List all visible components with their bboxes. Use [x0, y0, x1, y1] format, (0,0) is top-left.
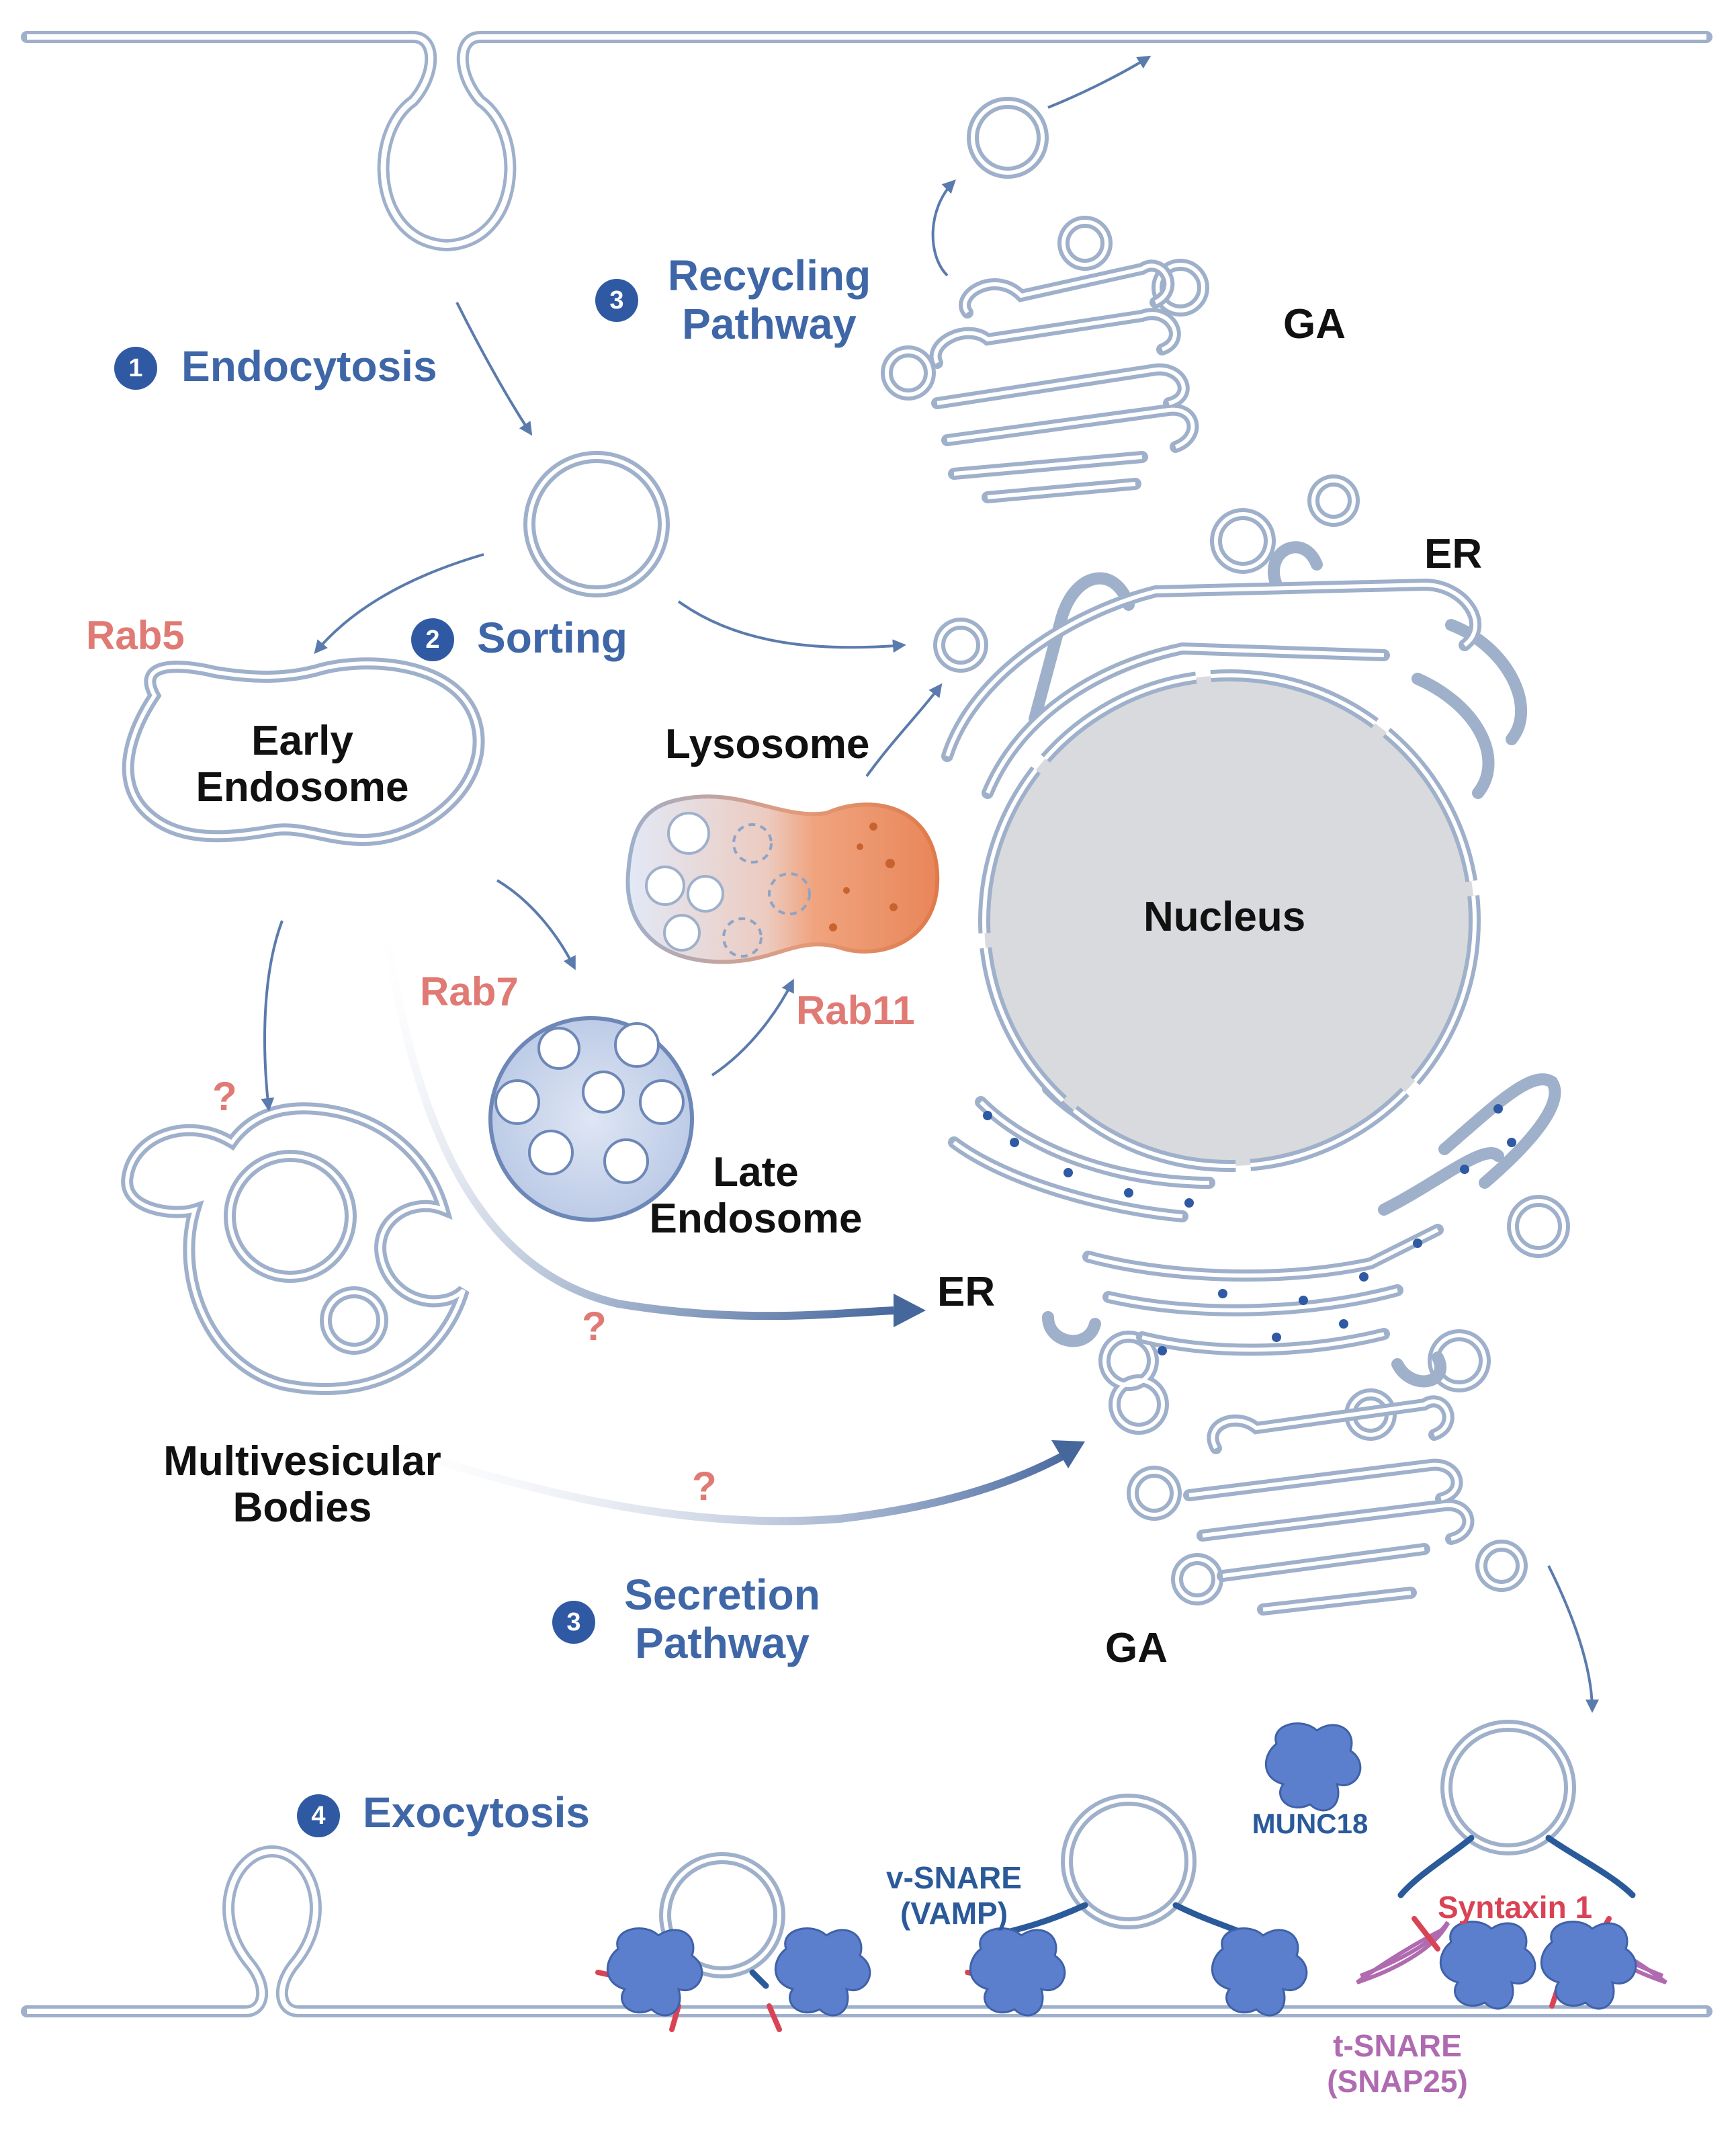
- top-plasma-membrane: [21, 31, 1712, 252]
- step-badge-2: 2: [411, 618, 454, 661]
- late-endosome: [488, 1016, 694, 1222]
- late-endosome-line2: Endosome: [649, 1196, 863, 1243]
- exocytosis-label: Exocytosis: [363, 1788, 590, 1837]
- late-endosome-line1: Late: [713, 1149, 799, 1196]
- question-mark-secretion: ?: [692, 1464, 717, 1509]
- ribosome-dots: [983, 1104, 1516, 1355]
- lysosome-label: Lysosome: [665, 721, 870, 767]
- secretion-line1: Secretion: [624, 1571, 820, 1619]
- syntaxin-label: Syntaxin 1: [1437, 1890, 1593, 1925]
- step-badge-3-recycling: 3: [595, 279, 638, 322]
- er-mid-label: ER: [937, 1269, 996, 1315]
- recycling-line2: Pathway: [682, 299, 857, 348]
- mvb-line1: Multivesicular: [163, 1438, 441, 1484]
- multivesicular-body: [121, 1102, 470, 1395]
- mvb-line2: Bodies: [232, 1484, 372, 1532]
- ga-top-label: GA: [1283, 301, 1346, 347]
- rab7-label: Rab7: [420, 969, 519, 1014]
- multivesicular-bodies-label: Multivesicular Bodies: [128, 1438, 477, 1532]
- early-endosome-line1: Early: [251, 718, 353, 764]
- endosome-to-er-arrow: [379, 907, 894, 1321]
- vsnare-line1: v-SNARE: [886, 1860, 1022, 1895]
- vsnare-label: v-SNARE (VAMP): [867, 1860, 1041, 1931]
- early-endosome-line2: Endosome: [196, 764, 409, 811]
- munc18-label: MUNC18: [1252, 1808, 1369, 1839]
- step-badge-1: 1: [114, 347, 157, 390]
- question-mark-mvb: ?: [212, 1074, 237, 1119]
- tsnare-line1: t-SNARE: [1333, 2028, 1462, 2063]
- golgi-bottom: [1183, 1395, 1475, 1616]
- recycling-line1: Recycling: [667, 251, 871, 300]
- secretion-line2: Pathway: [635, 1618, 810, 1667]
- nucleus: [978, 669, 1481, 1172]
- nucleus-label: Nucleus: [1143, 894, 1306, 940]
- rab5-label: Rab5: [86, 613, 185, 658]
- ga-bottom-label: GA: [1105, 1625, 1168, 1671]
- mvb-to-er-arrow: [348, 1427, 1067, 1525]
- secretion-pathway-label: Secretion Pathway: [608, 1571, 836, 1667]
- early-endosome: [122, 657, 485, 847]
- pathway-arrows: [261, 55, 1599, 1713]
- snare-protein-complexes: [606, 1722, 1637, 2017]
- early-endosome-label: Early Endosome: [168, 718, 437, 811]
- sorting-label: Sorting: [477, 614, 627, 662]
- question-mark-er: ?: [582, 1304, 607, 1349]
- tsnare-line2: (SNAP25): [1327, 2063, 1468, 2099]
- tsnare-label: t-SNARE (SNAP25): [1303, 2028, 1491, 2099]
- rab11-label: Rab11: [796, 988, 915, 1033]
- step-badge-3-secretion: 3: [552, 1601, 595, 1644]
- vsnare-line2: (VAMP): [900, 1895, 1008, 1931]
- recycling-pathway-label: Recycling Pathway: [655, 251, 883, 348]
- lysosome: [625, 794, 940, 964]
- endocytosis-label: Endocytosis: [181, 342, 437, 390]
- step-badge-4: 4: [297, 1794, 340, 1837]
- er-top-label: ER: [1424, 531, 1483, 577]
- late-endosome-label: Late Endosome: [621, 1149, 890, 1243]
- munc18-protein: [1264, 1722, 1362, 1812]
